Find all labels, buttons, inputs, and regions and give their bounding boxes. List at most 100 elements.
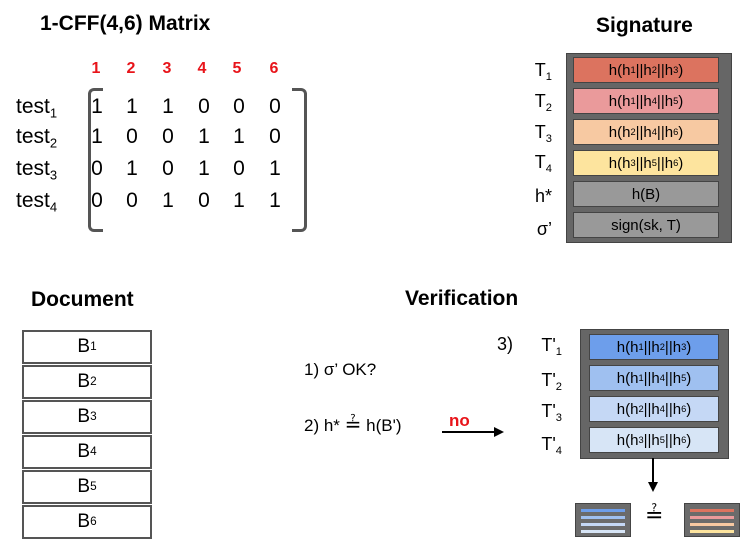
label-subscript: 3 bbox=[555, 411, 562, 424]
label-main: T' bbox=[541, 434, 556, 454]
label-main: B bbox=[77, 336, 91, 357]
signature-row-label: σ’ bbox=[512, 219, 552, 240]
matrix-row-label: test1 bbox=[16, 95, 57, 120]
label-subscript: 3 bbox=[545, 132, 552, 145]
matrix-title: 1-CFF(4,6) Matrix bbox=[40, 12, 211, 35]
mini-stack-line bbox=[690, 516, 734, 519]
document-title: Document bbox=[31, 288, 134, 311]
block-text: ||h bbox=[664, 400, 682, 418]
matrix-cell: 1 bbox=[233, 125, 245, 148]
paren: ( bbox=[625, 369, 631, 387]
label-main: test bbox=[16, 157, 50, 180]
block-text: h(B) bbox=[631, 185, 661, 203]
block-text: ||h bbox=[635, 92, 652, 110]
block-text: sign(sk, T) bbox=[611, 216, 681, 234]
label-main: T bbox=[534, 91, 546, 111]
block-text: ) bbox=[686, 369, 692, 387]
label-subscript: 1 bbox=[555, 345, 562, 358]
matrix-cell: 1 bbox=[269, 189, 281, 212]
matrix-column-header: 4 bbox=[197, 60, 207, 77]
mini-signature-stack-icon bbox=[684, 503, 740, 537]
block-text: ||h bbox=[656, 123, 674, 141]
signature-row-label: h* bbox=[512, 186, 552, 207]
label-main: test bbox=[16, 125, 50, 148]
matrix-cell: 1 bbox=[126, 95, 138, 118]
signature-row-label: T3 bbox=[512, 122, 552, 145]
step2-suffix: h(B') bbox=[361, 416, 402, 435]
block-text: ||h bbox=[656, 154, 674, 172]
label-main: B bbox=[77, 511, 91, 532]
block-text: h bbox=[616, 338, 626, 356]
block-text: h bbox=[622, 154, 631, 172]
matrix-cell: 0 bbox=[269, 95, 281, 118]
matrix-cell: 0 bbox=[269, 125, 281, 148]
paren: ( bbox=[617, 61, 623, 79]
matrix-cell: 0 bbox=[91, 157, 103, 180]
label-main: B bbox=[77, 441, 91, 462]
mini-verification-stack-icon bbox=[575, 503, 631, 537]
block-text: h bbox=[608, 123, 618, 141]
block-text: h bbox=[608, 92, 618, 110]
matrix-cell: 1 bbox=[198, 125, 210, 148]
block-text: ||h bbox=[656, 61, 674, 79]
block-text: h bbox=[616, 369, 626, 387]
label-main: h* bbox=[534, 186, 552, 206]
label-main: σ’ bbox=[536, 219, 552, 239]
block-text: ||h bbox=[635, 61, 652, 79]
label-main: B bbox=[77, 371, 91, 392]
label-subscript: 4 bbox=[555, 444, 562, 457]
paren: ( bbox=[617, 154, 623, 172]
label-subscript: 2 bbox=[545, 101, 552, 114]
matrix-row-label: test2 bbox=[16, 125, 58, 151]
block-text: ) bbox=[686, 400, 692, 418]
block-text: h bbox=[630, 431, 639, 449]
block-text: ||h bbox=[643, 400, 660, 418]
mini-stack-line bbox=[581, 530, 625, 533]
matrix-column-header: 2 bbox=[126, 60, 136, 77]
block-text: ) bbox=[678, 154, 684, 172]
label-subscript: 2 bbox=[49, 135, 58, 151]
matrix-cell: 0 bbox=[91, 189, 103, 212]
matrix-cell: 1 bbox=[269, 157, 281, 180]
matrix-cell: 1 bbox=[162, 189, 174, 212]
step1-text: 1) σ’ OK? bbox=[304, 360, 377, 379]
matrix-cell: 1 bbox=[91, 95, 103, 118]
label-subscript: 4 bbox=[545, 162, 552, 175]
matrix-cell: 0 bbox=[198, 95, 210, 118]
step3-label: 3) bbox=[497, 334, 514, 354]
block-text: ||h bbox=[664, 338, 682, 356]
block-text: ||h bbox=[664, 369, 682, 387]
label-main: test bbox=[16, 189, 50, 212]
signature-title: Signature bbox=[596, 14, 693, 37]
matrix-cell: 0 bbox=[233, 157, 245, 180]
verification-row-label: T'4 bbox=[522, 434, 562, 457]
mini-stack-line bbox=[690, 509, 734, 512]
block-text: h bbox=[630, 400, 639, 418]
matrix-column-header: 5 bbox=[232, 60, 242, 77]
arrow-right-icon bbox=[442, 427, 504, 437]
block-text: ) bbox=[686, 431, 692, 449]
block-text: h bbox=[622, 92, 631, 110]
mini-stack-line bbox=[690, 530, 734, 533]
block-text: ||h bbox=[643, 369, 660, 387]
signature-row-label: T1 bbox=[512, 60, 552, 82]
block-text: ||h bbox=[635, 154, 652, 172]
block-text: ||h bbox=[635, 123, 652, 141]
label-subscript: 3 bbox=[49, 167, 58, 183]
matrix-column-header: 6 bbox=[269, 60, 279, 77]
label-main: T bbox=[534, 60, 546, 80]
paren: ( bbox=[617, 123, 623, 141]
block-text: h bbox=[608, 61, 618, 79]
